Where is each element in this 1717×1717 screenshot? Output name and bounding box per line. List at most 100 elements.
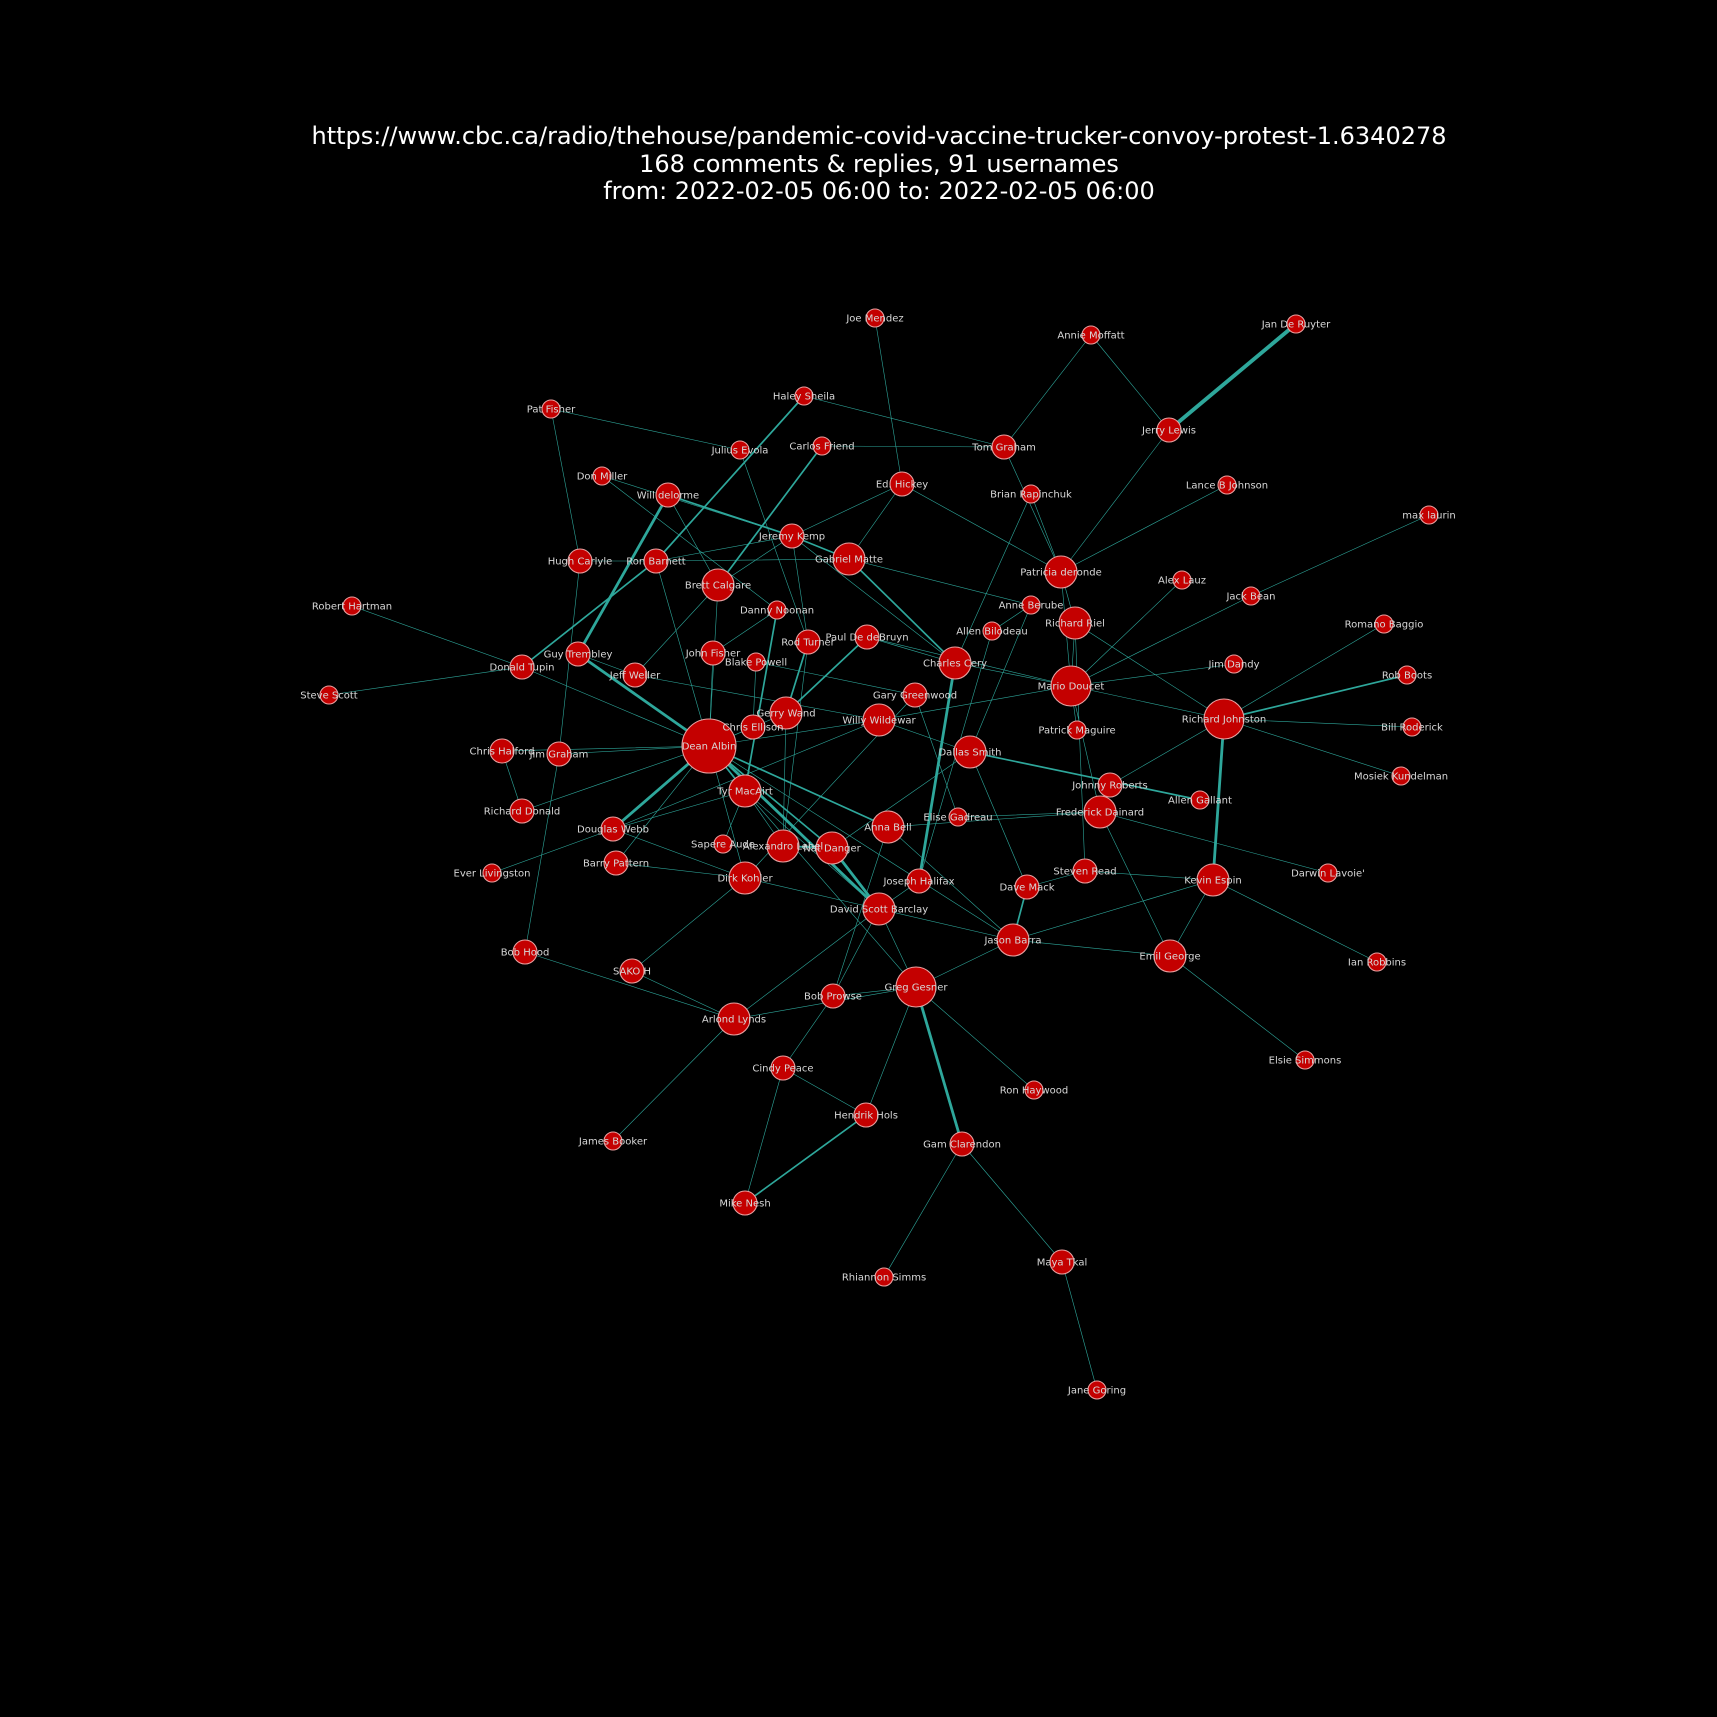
node-carlos-friend (812, 436, 832, 456)
node-label-brett-calgare: Brett Calgare (685, 581, 751, 592)
node-label-annie-moffatt: Annie Moffatt (1057, 331, 1124, 342)
node-label-sapere-aude: Sapere Aude (691, 840, 755, 851)
edge-richard-riel-steven-read (1074, 622, 1086, 872)
node-label-elise-gadreau: Elise Gadreau (923, 813, 992, 824)
node-barry-pattern (603, 850, 629, 876)
edge-gam-clarendon-rhiannon-simms (883, 1143, 963, 1278)
node-mario-doucet (1050, 665, 1092, 707)
node-cindy-peace (770, 1055, 796, 1081)
edge-max-laurin-jack-bean (1250, 514, 1430, 597)
node-label-paul-de-debruyn: Paul De deBruyn (825, 633, 908, 644)
node-steve-scott (319, 685, 339, 705)
node-label-emil-george: Emil George (1139, 952, 1200, 963)
edge-gary-greenwood-elise-gadreau (914, 694, 959, 818)
edge-greg-gesner-ron-haywood (915, 986, 1035, 1091)
node-ed-hickey (889, 471, 915, 497)
edge-bob-hood-arlond-lynds (524, 951, 735, 1020)
edge-david-scott-barclay-arlond-lynds (733, 908, 880, 1020)
node-label-patrick-maguire: Patrick Maguire (1038, 726, 1115, 737)
node-label-douglas-webb: Douglas Webb (577, 825, 649, 836)
node-label-jack-bean: Jack Bean (1225, 592, 1275, 603)
edge-robert-hartman-donald-tupin (351, 605, 523, 668)
node-jason-barra (996, 923, 1030, 957)
node-label-allen-bilodeau: Allen Bilodeau (956, 627, 1028, 638)
node-label-lance-b-johnson: Lance B Johnson (1186, 481, 1268, 492)
node-label-joseph-halifax: Joseph Halifax (882, 877, 954, 888)
node-label-gabriel-matte: Gabriel Matte (815, 555, 883, 566)
node-dallas-smith (953, 735, 987, 769)
edge-mario-doucet-richard-johnston (1070, 685, 1225, 720)
edge-jason-barra-emil-george (1012, 939, 1171, 957)
node-label-anna-bell: Anna Bell (864, 823, 911, 834)
edge-ed-hickey-patricia-deronde (901, 483, 1062, 573)
node-ron-haywood (1024, 1080, 1044, 1100)
node-john-fisher (700, 640, 726, 666)
edge-hendrik-hols-mike-nesh (744, 1114, 867, 1204)
node-kevin-espin (1196, 863, 1230, 897)
edge-barry-pattern-dirk-kohler (615, 862, 746, 879)
node-will-delorme (655, 482, 681, 508)
node-label-jan-de-ruyter: Jan De Ruyter (1261, 320, 1331, 331)
node-label-joe-mendez: Joe Mendez (845, 314, 903, 325)
edge-ron-barnett-gabriel-matte (655, 558, 850, 562)
node-label-alex-lauz: Alex Lauz (1158, 576, 1206, 587)
edge-mario-doucet-willy-wildewar (878, 685, 1072, 721)
edge-donald-tupin-steve-scott (328, 666, 523, 696)
node-label-brian-rapinchuk: Brian Rapinchuk (990, 490, 1072, 501)
edge-chris-halford-dean-albin (501, 745, 710, 752)
node-dirk-kohler (728, 861, 762, 895)
node-hugh-carlyle (567, 548, 593, 574)
node-brian-rapinchuk (1021, 484, 1041, 504)
edge-blake-powell-gary-greenwood (755, 661, 916, 696)
edge-dallas-smith-allen-gallant (969, 751, 1201, 801)
node-label-donald-tupin: Donald Tupin (490, 663, 555, 674)
edge-arlond-lynds-james-booker (612, 1018, 735, 1142)
node-label-dean-albin: Dean Albin (682, 742, 737, 753)
node-label-james-booker: James Booker (578, 1137, 648, 1148)
node-jan-de-ruyter (1286, 314, 1306, 334)
node-label-ron-barnett: Ron Barnett (626, 557, 685, 568)
title-url: https://www.cbc.ca/radio/thehouse/pandem… (311, 122, 1446, 150)
node-johnny-roberts (1097, 772, 1123, 798)
node-donald-tupin (509, 654, 535, 680)
node-label-chris-halford: Chris Halford (470, 747, 535, 758)
node-label-david-scott-barclay: David Scott Barclay (830, 905, 928, 916)
edge-greg-gesner-hendrik-hols (865, 986, 917, 1116)
node-don-miller (592, 466, 612, 486)
node-label-richard-johnston: Richard Johnston (1182, 715, 1266, 726)
edge-frederick-dainard-emil-george (1099, 811, 1171, 957)
node-label-bob-prowse: Bob Prowse (804, 992, 862, 1003)
node-label-bob-hood: Bob Hood (501, 948, 550, 959)
edge-frederick-dainard-darwin-lavoie (1099, 811, 1329, 874)
edge-sako-h-arlond-lynds (631, 970, 735, 1020)
node-frederick-dainard (1083, 795, 1117, 829)
node-sako-h (619, 958, 645, 984)
node-label-cindy-peace: Cindy Peace (752, 1064, 813, 1075)
node-alex-lauz (1172, 570, 1192, 590)
node-chris-halford (489, 738, 515, 764)
edge-rob-boots-richard-johnston (1223, 674, 1408, 720)
edge-richard-riel-richard-johnston (1074, 622, 1225, 720)
node-label-jason-barra: Jason Barra (983, 936, 1041, 947)
node-rob-boots (1397, 665, 1417, 685)
edge-will-delorme-brett-calgare (667, 494, 719, 586)
node-label-haley-sheila: Haley Sheila (773, 392, 835, 403)
node-label-darwin-lavoie: Darwin Lavoie' (1291, 869, 1365, 880)
edge-tyr-macairt-greg-gesner (744, 790, 917, 988)
node-rhiannon-simms (874, 1267, 894, 1287)
edge-dallas-smith-dave-mack (969, 751, 1028, 888)
node-hendrik-hols (853, 1102, 879, 1128)
node-max-laurin (1419, 505, 1439, 525)
node-guy-trembley (565, 641, 591, 667)
edge-richard-johnston-mosiek-kundelman (1223, 718, 1402, 777)
edge-danny-noonan-tyr-macairt (744, 609, 778, 792)
edge-jim-graham-bob-hood (524, 753, 560, 953)
node-romano-baggio (1374, 614, 1394, 634)
edge-tom-graham-patricia-deronde (1003, 446, 1062, 573)
node-label-robert-hartman: Robert Hartman (312, 602, 392, 613)
node-arlond-lynds (717, 1002, 751, 1036)
edge-cindy-peace-hendrik-hols (782, 1067, 867, 1116)
edge-pat-fisher-julius-evola (550, 408, 741, 451)
node-label-julius-evola: Julius Evola (711, 446, 769, 457)
